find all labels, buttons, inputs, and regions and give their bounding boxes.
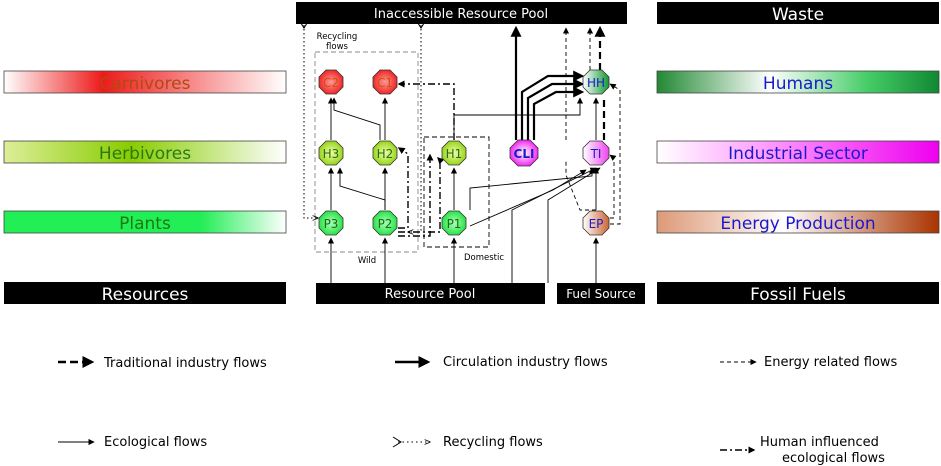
legend-energy-label: Energy related flows: [764, 355, 898, 370]
svg-text:P2: P2: [378, 217, 393, 231]
svg-text:EP: EP: [589, 217, 604, 231]
industrial-label: Industrial Sector: [728, 144, 868, 164]
plants-bar: [3, 210, 287, 234]
node-p1: P1: [441, 210, 467, 236]
circulation-flow-lines: [510, 25, 585, 140]
node-h3: H3: [318, 140, 344, 166]
node-cli: CLI: [509, 139, 539, 167]
domestic-group-box: [423, 136, 490, 248]
svg-text:HH: HH: [587, 76, 605, 90]
node-h1: H1: [441, 140, 467, 166]
fuel-source-label: Fuel Source: [566, 287, 636, 301]
domestic-label: Domestic: [464, 253, 504, 263]
inaccessible-pool-label: Inaccessible Resource Pool: [374, 7, 548, 22]
legend-traditional-label: Traditional industry flows: [103, 356, 267, 371]
node-c2: C2: [318, 69, 344, 95]
svg-text:TI: TI: [590, 147, 602, 161]
energy-flow-lines: [562, 27, 621, 225]
humans-label: Humans: [763, 74, 833, 94]
svg-text:P1: P1: [447, 217, 462, 231]
plants-label: Plants: [119, 214, 171, 234]
energy-label: Energy Production: [720, 214, 875, 234]
resource-pool-bar: [316, 283, 545, 304]
carnivores-bar: [3, 70, 287, 94]
wild-label: Wild: [358, 256, 376, 266]
resources-label: Resources: [102, 285, 189, 305]
svg-text:H1: H1: [446, 147, 463, 161]
resources-bar: [4, 282, 286, 304]
legend-human-label-1: Human influenced: [760, 435, 879, 450]
legend-ecological-label: Ecological flows: [104, 435, 207, 450]
node-hh: HH: [582, 69, 610, 95]
traditional-flow-lines: [594, 25, 606, 140]
recycling-flows-label-2: flows: [326, 42, 349, 52]
ecological-flow-lines: [327, 97, 601, 283]
human-influenced-flow-lines: [397, 80, 455, 237]
carnivores-label: Carnivores: [100, 74, 191, 94]
svg-text:P3: P3: [324, 217, 339, 231]
svg-text:C2: C2: [323, 76, 339, 90]
humans-bar: [656, 70, 940, 94]
recycling-flows-label-1: Recycling: [317, 32, 358, 42]
node-ti: TI: [582, 140, 610, 166]
fossil-bar: [657, 282, 939, 304]
legend-circulation-label: Circulation industry flows: [443, 355, 608, 370]
resource-pool-label: Resource Pool: [385, 287, 476, 302]
industrial-bar: [656, 140, 940, 164]
herbivores-bar: [3, 140, 287, 164]
waste-bar: [657, 2, 939, 24]
herbivores-label: Herbivores: [99, 144, 191, 164]
node-c1: C1: [372, 69, 398, 95]
legend-recycling-label: Recycling flows: [443, 435, 543, 450]
legend: Traditional industry flows Circulation i…: [58, 355, 898, 466]
svg-text:CLI: CLI: [514, 147, 535, 161]
svg-text:C1: C1: [377, 76, 393, 90]
recycling-flow-lines: [298, 19, 427, 232]
wild-group-box: [314, 51, 419, 253]
inaccessible-pool-bar: [296, 2, 627, 24]
svg-text:H2: H2: [377, 147, 394, 161]
fuel-source-bar: [557, 283, 645, 304]
legend-human-label-2: ecological flows: [782, 451, 885, 466]
svg-text:H3: H3: [323, 147, 340, 161]
fossil-label: Fossil Fuels: [750, 285, 846, 305]
node-p3: P3: [318, 210, 344, 236]
node-p2: P2: [372, 210, 398, 236]
waste-label: Waste: [772, 5, 824, 25]
node-h2: H2: [372, 140, 398, 166]
energy-bar: [656, 210, 940, 234]
node-ep: EP: [582, 210, 610, 236]
